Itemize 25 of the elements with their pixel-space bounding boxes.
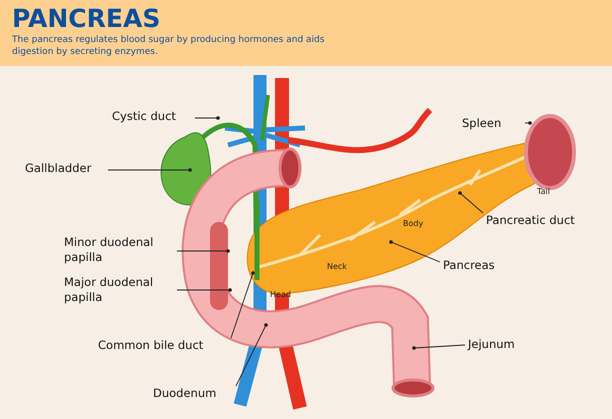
- part-label: Pancreatic duct: [486, 213, 596, 228]
- title: PANCREAS: [12, 4, 160, 33]
- region-label: Neck: [327, 262, 347, 271]
- caption: The pancreas regulates blood sugar by producing hormones and aids digestion by secreting enzymes.: [12, 34, 326, 58]
- leader-line: [176, 249, 230, 253]
- part-label: Gallbladder: [25, 161, 105, 176]
- region-label: Tail: [537, 187, 550, 196]
- part-label: Major duodenal papilla: [64, 275, 174, 305]
- leader-line: [524, 121, 532, 125]
- region-label: Body: [403, 219, 424, 228]
- part-label: Pancreas: [443, 258, 513, 273]
- part-label: Common bile duct: [98, 338, 228, 353]
- leader-line: [230, 271, 255, 338]
- region-label: Head: [270, 290, 291, 299]
- leader-line: [412, 344, 466, 350]
- part-label: Minor duodenal papilla: [64, 235, 174, 265]
- leader-line: [236, 323, 268, 386]
- part-label: Duodenum: [153, 386, 233, 401]
- part-label: Cystic duct: [112, 109, 192, 124]
- leader-line: [108, 168, 192, 172]
- leader-line: [194, 116, 220, 120]
- part-label: Jejunum: [468, 337, 538, 352]
- leader-line: [389, 240, 440, 262]
- leader-line: [458, 191, 484, 214]
- part-label: Spleen: [462, 116, 522, 131]
